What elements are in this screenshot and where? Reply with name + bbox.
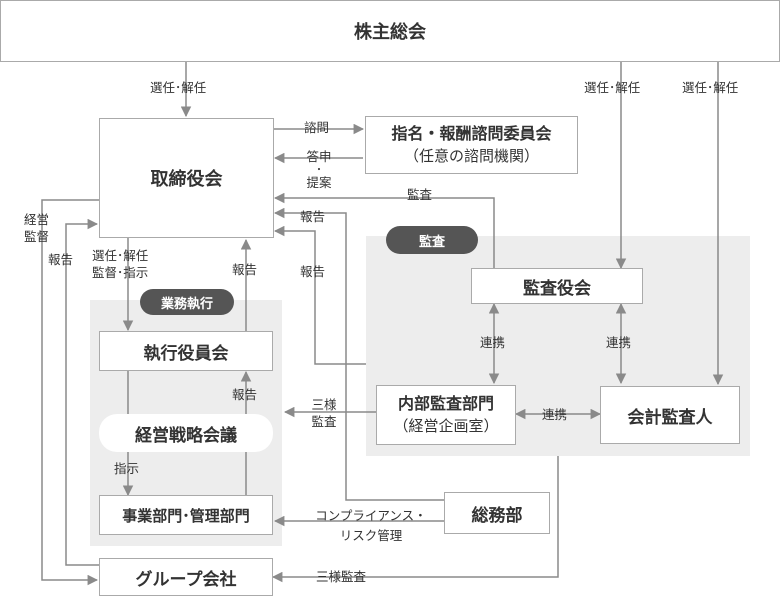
label-three-way-audit-internal-1: 三様 [311, 397, 337, 412]
label-compliance-2: リスク管理 [339, 528, 403, 543]
business-execution-region-label: 業務執行 [140, 289, 234, 315]
label-collaboration-internal: 連携 [480, 335, 506, 350]
label-report-proposal: 答申 ･ 提案 [304, 150, 334, 189]
label-report-proposal-dot: ･ [315, 162, 323, 177]
label-elect-dismiss-board: 選任･解任 [150, 80, 207, 95]
label-compliance-1: コンプライアンス・ [315, 508, 427, 523]
label-management-supervision: 経営 監督 [24, 211, 49, 245]
business-divisions-box: 事業部門･管理部門 [99, 495, 273, 535]
board-of-directors-label: 取締役会 [150, 169, 223, 190]
shareholders-meeting-label: 株主総会 [354, 22, 426, 43]
accounting-auditor-box: 会計監査人 [600, 386, 740, 444]
executive-board-box: 執行役員会 [99, 331, 273, 371]
label-management-supervision-1: 経営 [24, 212, 50, 227]
label-report-group: 報告 [48, 252, 74, 267]
arrow-group-report [65, 218, 99, 566]
label-three-way-audit-group: 三様監査 [316, 569, 367, 584]
label-audit: 監査 [407, 187, 433, 202]
nomination-committee-label: 指名・報酬諮問委員会 [391, 124, 552, 143]
label-report-executive: 報告 [232, 262, 258, 277]
label-elect-dismiss-accounting-auditor: 選任･解任 [682, 80, 739, 95]
general-affairs-box: 総務部 [444, 492, 550, 534]
executive-board-label: 執行役員会 [143, 343, 229, 364]
accounting-auditor-label: 会計監査人 [627, 407, 713, 428]
audit-region-label: 監査 [386, 226, 478, 254]
arrow-audit [273, 192, 495, 268]
label-elect-dismiss-audit-board: 選任･解任 [584, 80, 641, 95]
label-report-general-affairs: 報告 [300, 209, 326, 224]
nomination-committee-sublabel: （任意の諮問機関） [403, 147, 539, 165]
arrow-management-supervision [41, 199, 99, 586]
arrow-group-three-way [271, 456, 559, 583]
audit-board-label: 監査役会 [523, 278, 591, 299]
label-consult: 諮問 [304, 120, 330, 135]
shareholders-meeting-box: 株主総会 [0, 0, 780, 62]
label-elect-supervise: 選任･解任 監督･指示 [92, 247, 148, 281]
label-elect-supervise-1: 選任･解任 [92, 248, 149, 263]
label-report-proposal-2: 提案 [306, 175, 332, 190]
label-report-proposal-1: 答申 [306, 149, 332, 164]
label-elect-supervise-2: 監督･指示 [92, 265, 149, 280]
board-of-directors-box: 取締役会 [99, 118, 274, 238]
label-collaboration-horizontal: 連携 [542, 407, 568, 422]
business-divisions-label: 事業部門･管理部門 [122, 506, 250, 525]
label-instruction: 指示 [114, 461, 140, 476]
strategy-meeting-label: 経営戦略会議 [99, 414, 273, 452]
arrow-internal-audit-report [273, 225, 366, 365]
label-three-way-audit-internal-2: 監査 [311, 414, 337, 429]
internal-audit-sublabel: （経営企画室） [393, 417, 499, 435]
internal-audit-box: 内部監査部門 （経営企画室） [376, 385, 516, 445]
label-report-internal-audit: 報告 [300, 264, 326, 279]
nomination-committee-box: 指名・報酬諮問委員会 （任意の諮問機関） [365, 116, 578, 174]
label-compliance: コンプライアンス・ リスク管理 [306, 506, 436, 546]
group-companies-box: グループ会社 [99, 558, 273, 596]
label-collaboration-accounting: 連携 [606, 335, 632, 350]
general-affairs-label: 総務部 [471, 505, 523, 526]
internal-audit-label: 内部監査部門 [397, 394, 494, 413]
label-three-way-audit-internal: 三様 監査 [304, 396, 344, 430]
label-report-divisions: 報告 [232, 387, 258, 402]
arrow-general-affairs-report [273, 207, 444, 501]
audit-board-box: 監査役会 [471, 268, 643, 304]
label-management-supervision-2: 監督 [24, 229, 50, 244]
group-companies-label: グループ会社 [135, 569, 237, 590]
